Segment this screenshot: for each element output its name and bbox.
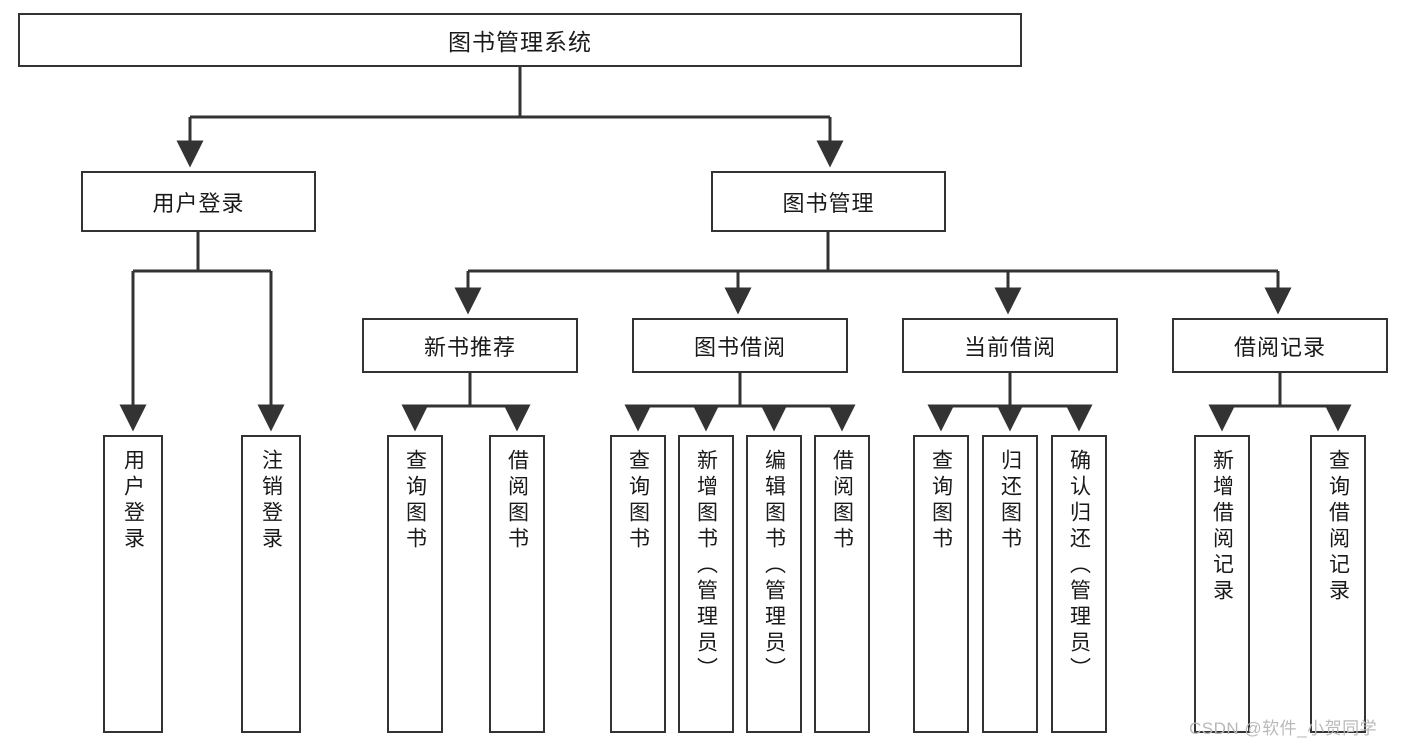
leaf-edit-book-label: 编辑图书（管理员）	[762, 449, 786, 683]
leaf-query-book-1-label: 查询图书	[403, 449, 427, 553]
leaf-add-record-label: 新增借阅记录	[1210, 449, 1234, 605]
leaf-borrow-book-2-label: 借阅图书	[830, 449, 854, 553]
leaf-user-login[interactable]: 用户登录	[103, 435, 163, 733]
leaf-query-book-3-label: 查询图书	[929, 449, 953, 553]
leaf-borrow-book-2[interactable]: 借阅图书	[814, 435, 870, 733]
leaf-borrow-book-1-label: 借阅图书	[505, 449, 529, 553]
node-book-borrow-label: 图书借阅	[693, 334, 786, 360]
node-root-label: 图书管理系统	[448, 29, 592, 55]
leaf-user-logout-label: 注销登录	[259, 449, 283, 553]
leaf-query-record[interactable]: 查询借阅记录	[1310, 435, 1366, 733]
node-book-borrow[interactable]: 图书借阅	[632, 318, 848, 373]
leaf-edit-book[interactable]: 编辑图书（管理员）	[746, 435, 802, 733]
leaf-add-book-label: 新增图书（管理员）	[694, 449, 718, 683]
node-user-login-label: 用户登录	[152, 190, 245, 216]
node-root[interactable]: 图书管理系统	[18, 13, 1022, 67]
leaf-add-book[interactable]: 新增图书（管理员）	[678, 435, 734, 733]
leaf-add-record[interactable]: 新增借阅记录	[1194, 435, 1250, 733]
node-user-login[interactable]: 用户登录	[81, 171, 316, 232]
node-book-manage[interactable]: 图书管理	[711, 171, 946, 232]
leaf-return-book[interactable]: 归还图书	[982, 435, 1038, 733]
leaf-query-record-label: 查询借阅记录	[1326, 449, 1350, 605]
node-borrow-record[interactable]: 借阅记录	[1172, 318, 1388, 373]
leaf-confirm-return[interactable]: 确认归还（管理员）	[1051, 435, 1107, 733]
leaf-user-login-label: 用户登录	[121, 449, 145, 553]
node-new-book-rec-label: 新书推荐	[423, 334, 516, 360]
leaf-query-book-2[interactable]: 查询图书	[610, 435, 666, 733]
leaf-query-book-2-label: 查询图书	[626, 449, 650, 553]
leaf-user-logout[interactable]: 注销登录	[241, 435, 301, 733]
node-new-book-rec[interactable]: 新书推荐	[362, 318, 578, 373]
leaf-query-book-3[interactable]: 查询图书	[913, 435, 969, 733]
leaf-return-book-label: 归还图书	[998, 449, 1022, 553]
node-current-borrow-label: 当前借阅	[963, 334, 1056, 360]
csdn-watermark: CSDN @软件_小贺同学	[1189, 719, 1378, 738]
node-borrow-record-label: 借阅记录	[1233, 334, 1326, 360]
leaf-query-book-1[interactable]: 查询图书	[387, 435, 443, 733]
leaf-confirm-return-label: 确认归还（管理员）	[1067, 449, 1091, 683]
node-book-manage-label: 图书管理	[782, 190, 875, 216]
node-current-borrow[interactable]: 当前借阅	[902, 318, 1118, 373]
leaf-borrow-book-1[interactable]: 借阅图书	[489, 435, 545, 733]
